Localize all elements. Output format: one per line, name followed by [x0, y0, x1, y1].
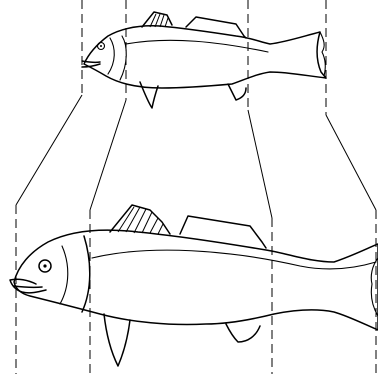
small-tail-fin-icon — [320, 32, 325, 76]
large-anal-fin — [226, 324, 260, 342]
projection-line-gill — [90, 100, 126, 210]
bottom-dashed-guides — [16, 205, 376, 374]
small-dorsal-fin-icon — [142, 12, 172, 27]
small-soft-dorsal-fin — [186, 17, 246, 38]
projection-line-tail — [326, 115, 376, 210]
large-fish — [10, 205, 378, 366]
projection-lines — [16, 95, 376, 218]
small-gill-cover — [120, 36, 126, 80]
large-pelvic-fin — [104, 314, 130, 366]
large-lateral-line — [92, 250, 376, 269]
large-gill-cover — [82, 236, 90, 312]
projection-line-tailbase — [248, 110, 272, 218]
large-preopercle — [60, 246, 68, 304]
top-dashed-guides — [82, 0, 326, 115]
large-mouth — [10, 279, 46, 293]
projection-line-mouth — [16, 95, 82, 205]
small-fish — [82, 12, 326, 108]
small-preopercle — [108, 38, 114, 74]
small-pelvic-fin — [140, 82, 158, 108]
large-fish-body — [14, 230, 378, 330]
small-anal-fin — [228, 84, 246, 100]
large-tail-fin-icon — [371, 258, 378, 316]
small-lateral-line — [126, 40, 268, 52]
